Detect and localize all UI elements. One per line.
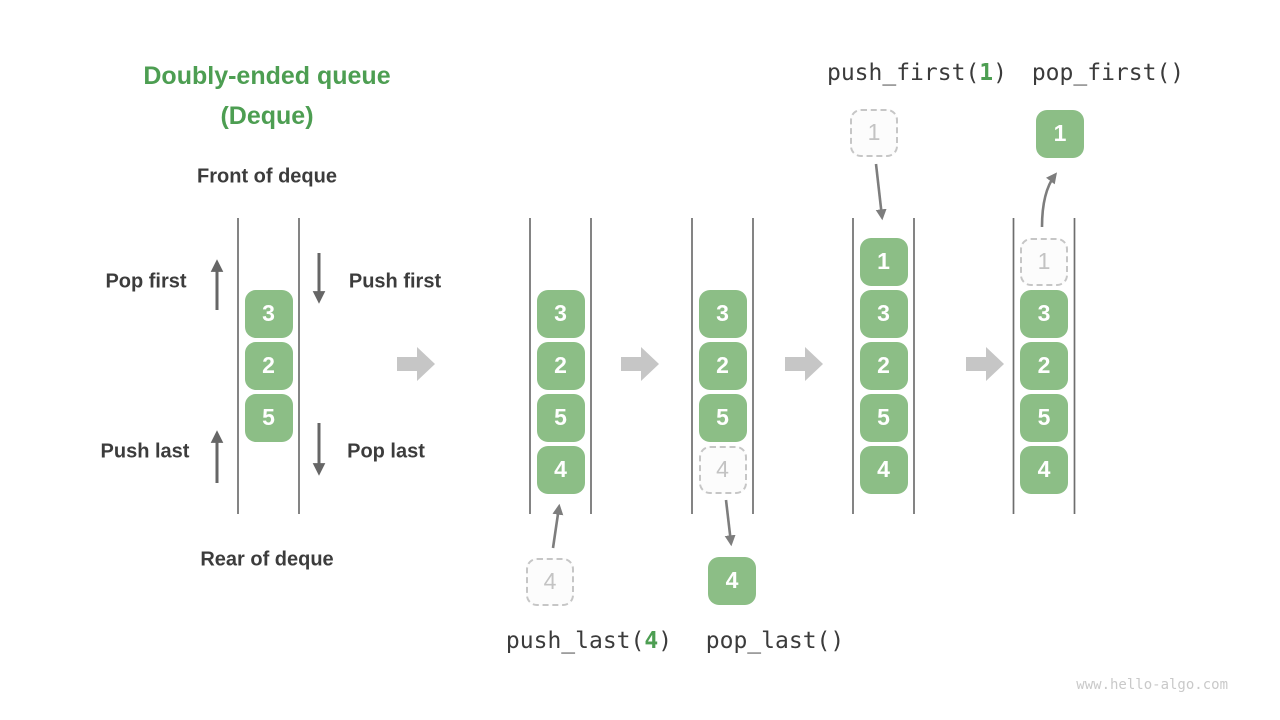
code-arg: 1 [979,60,994,86]
queue-after-pop-first-cell-5: 5 [1020,394,1068,442]
figure-title-line2: (Deque) [220,102,314,130]
queue-after-push-last-cell-5: 5 [536,394,585,442]
transition-arrow-2 [621,347,659,381]
code-text: push_first( [826,60,980,86]
front-of-deque-label: Front of deque [197,165,337,188]
figure-title: Doubly-ended queue (Deque) [143,56,390,136]
code-text: ) [993,60,1008,86]
pop-last-removed-cell-4: 4 [708,557,756,605]
push-last-incoming-cell-4-ghost: 4 [526,558,574,606]
queue-after-push-first-cell-4: 4 [859,446,908,494]
queue-after-pop-first-cell-1-ghost: 1 [1020,238,1068,286]
push-first-label: Push first [348,270,442,293]
push-last-label: Push last [100,440,190,463]
code-text: pop_last() [705,628,845,654]
code-text: ) [658,628,673,654]
queue-after-pop-last-cell-4-ghost: 4 [698,446,747,494]
pop-last-connector-arrow [724,499,736,547]
pop-first-connector-arrow [1040,172,1057,228]
queue-initial-cell-3: 3 [244,290,293,338]
queue-after-pop-last-cell-2: 2 [698,342,747,390]
push-first-incoming-cell-1-ghost: 1 [850,109,898,157]
push-last-code-label: push_last(4) [506,628,672,654]
queue-initial-cell-2: 2 [244,342,293,390]
queue-after-pop-first-cell-4: 4 [1020,446,1068,494]
transition-arrow-4 [966,347,1004,381]
queue-after-push-first-cell-3: 3 [859,290,908,338]
transition-arrow-1 [397,347,435,381]
transition-arrow-3 [785,347,823,381]
pop-last-label: Pop last [347,440,425,463]
code-text: pop_first() [1031,60,1185,86]
push-first-connector-arrow [874,163,887,221]
queue-initial-cell-5: 5 [244,394,293,442]
pop-first-label: Pop first [105,270,187,293]
push-first-code-label: push_first(1) [827,60,1007,86]
pop-last-code-label: pop_last() [706,628,844,654]
queue-after-push-last-cell-2: 2 [536,342,585,390]
queue-after-push-first-cell-1: 1 [859,238,908,286]
pop-first-removed-cell-1: 1 [1036,110,1084,158]
code-text: push_last( [505,628,645,654]
pop-first-code-label: pop_first() [1032,60,1184,86]
rear-of-deque-label: Rear of deque [200,548,334,571]
queue-after-pop-first-cell-3: 3 [1020,290,1068,338]
code-arg: 4 [644,628,659,654]
figure-title-line1: Doubly-ended queue [143,62,391,90]
queue-after-push-first-cell-2: 2 [859,342,908,390]
queue-after-push-last-cell-3: 3 [536,290,585,338]
queue-after-pop-first-cell-2: 2 [1020,342,1068,390]
queue-after-push-first-cell-5: 5 [859,394,908,442]
push-last-connector-arrow [551,503,564,549]
queue-after-pop-last-cell-3: 3 [698,290,747,338]
queue-after-push-last-cell-4: 4 [536,446,585,494]
watermark: www.hello-algo.com [1076,677,1228,693]
queue-after-pop-last-cell-5: 5 [698,394,747,442]
